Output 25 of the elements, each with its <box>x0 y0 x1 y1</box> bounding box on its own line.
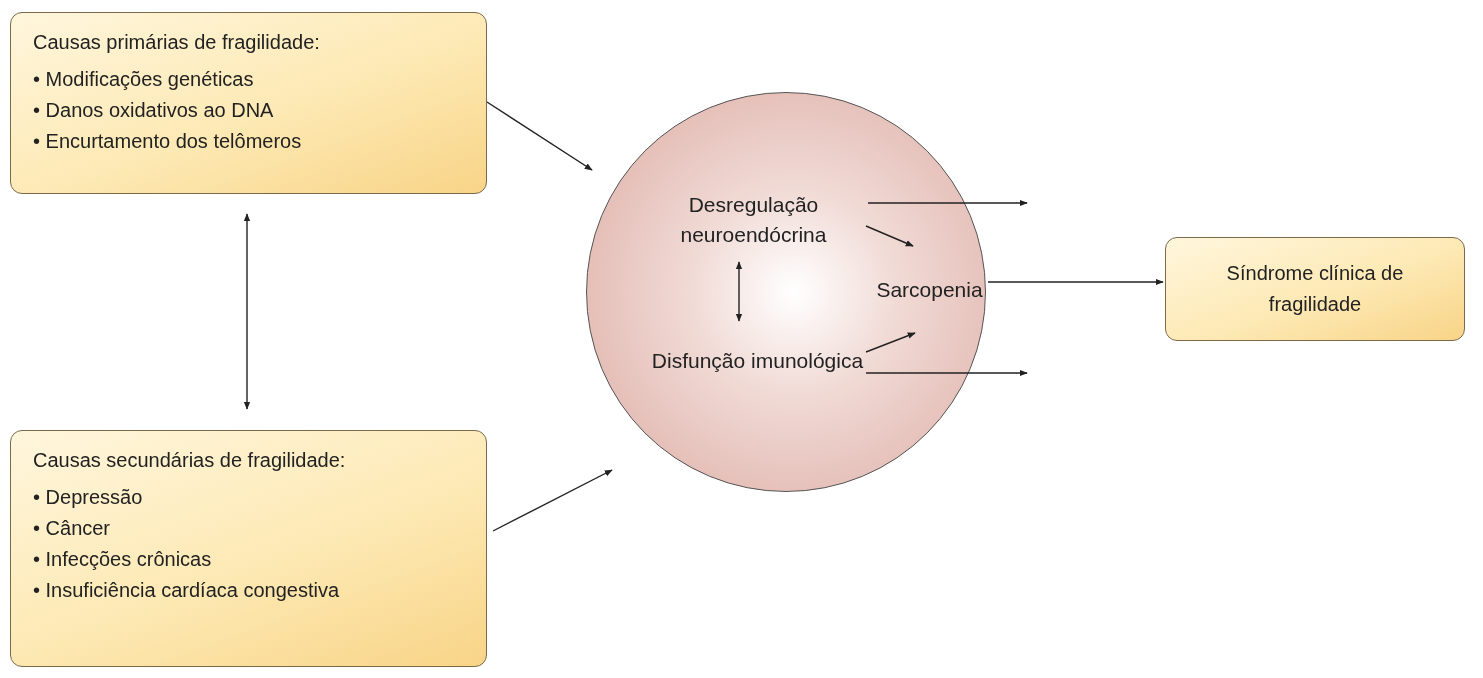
list-item: • Encurtamento dos telômeros <box>33 129 303 154</box>
list-item: • Insuficiência cardíaca congestiva <box>33 578 341 603</box>
double-arrow <box>243 213 251 410</box>
list-item: • Depressão <box>33 485 144 510</box>
list-item: • Modificações genéticas <box>33 67 255 92</box>
arrow <box>865 225 914 247</box>
list-item: • Câncer <box>33 516 112 541</box>
box-heading: Causas primárias de fragilidade: <box>33 30 321 55</box>
arrow <box>867 199 1028 207</box>
arrow <box>865 369 1028 377</box>
list-item: • Infecções crônicas <box>33 547 213 572</box>
process-box <box>1165 237 1465 341</box>
double-arrow <box>735 261 743 322</box>
arrow <box>492 469 613 532</box>
process-box <box>10 12 487 194</box>
arrow <box>865 332 916 353</box>
node-label: Disfunção imunológica <box>649 321 866 400</box>
node-label: Desregulação neuroendócrina <box>639 179 868 260</box>
list-item: • Danos oxidativos ao DNA <box>33 98 275 123</box>
arrow <box>486 101 593 171</box>
box-text: Síndrome clínica de fragilidade <box>1225 261 1405 317</box>
arrow <box>987 278 1164 286</box>
process-box <box>10 430 487 667</box>
box-heading: Causas secundárias de fragilidade: <box>33 448 347 473</box>
node-label: Sarcopenia <box>871 245 988 334</box>
